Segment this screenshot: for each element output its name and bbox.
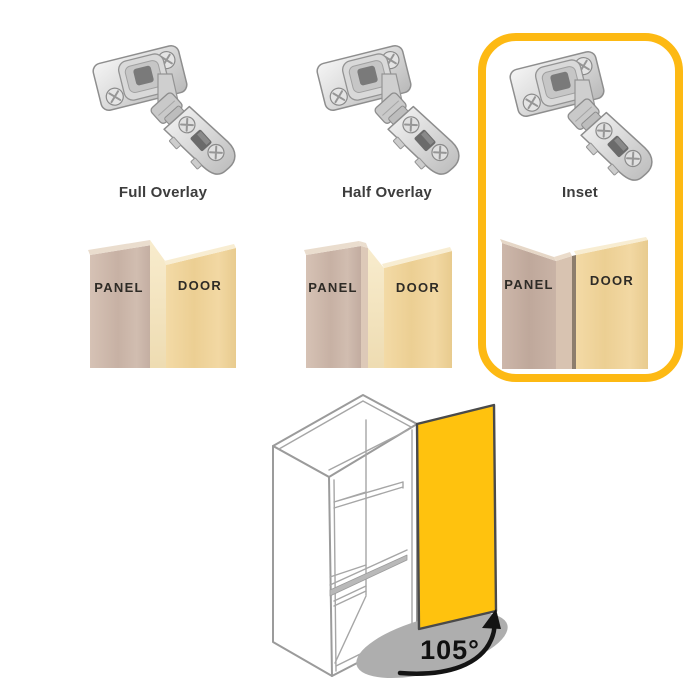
panel-top-bevel: [500, 239, 556, 261]
door-label: DOOR: [396, 280, 440, 295]
door-edge: [368, 248, 384, 368]
panel-face: [502, 243, 556, 369]
panel-top-bevel: [88, 240, 152, 255]
hinge-icon: [314, 43, 462, 184]
hinge-option-inset[interactable]: Inset PANEL DOOR: [495, 30, 665, 380]
swing-arc: [356, 612, 508, 678]
swing-arc-ellipse: [356, 612, 508, 678]
panel-label: PANEL: [308, 280, 358, 295]
cabinet-wireframe: [272, 394, 418, 677]
panel-edge-bevel: [554, 252, 572, 261]
door-label: DOOR: [178, 278, 222, 293]
door-face: [576, 240, 648, 369]
option-label: Full Overlay: [118, 184, 208, 201]
option-label: Inset: [561, 184, 598, 201]
hinge-option-half-overlay[interactable]: Half Overlay PANEL DOOR: [302, 30, 472, 380]
hinge-icon: [90, 43, 238, 184]
door-top-bevel: [574, 237, 648, 255]
panel-edge-bevel: [359, 241, 368, 248]
cabinet-diagram: 105°: [272, 394, 508, 678]
shelf-front-edge: [329, 554, 408, 597]
option-label: Half Overlay: [342, 184, 432, 201]
panel-door-diagram: PANEL DOOR: [304, 241, 452, 368]
cabinet-door: [415, 403, 498, 631]
panel-edge: [556, 256, 572, 369]
door-face: [166, 248, 236, 368]
door-label: DOOR: [590, 273, 634, 288]
door-top-bevel: [164, 244, 236, 265]
door-top-bevel: [382, 247, 452, 268]
panel-top-bevel: [304, 241, 361, 255]
selected-option-highlight: [478, 33, 683, 382]
swing-arrow: [397, 609, 501, 676]
panel-face: [306, 246, 361, 368]
cabinet-interior: [329, 424, 417, 676]
arrow-head-icon: [482, 609, 501, 629]
panel-face: [90, 245, 152, 368]
panel-label: PANEL: [504, 277, 554, 292]
door-edge: [150, 240, 168, 368]
gap-shadow: [572, 255, 576, 369]
panel-door-diagram: PANEL DOOR: [500, 237, 648, 369]
door-face: [384, 251, 452, 368]
angle-label: 105°: [420, 635, 480, 665]
cabinet-left-side: [272, 445, 333, 677]
hinge-icon: [507, 49, 655, 190]
panel-label: PANEL: [94, 280, 144, 295]
panel-edge: [361, 246, 368, 368]
hinge-option-full-overlay[interactable]: Full Overlay PANEL DOOR: [78, 30, 248, 380]
panel-door-diagram: PANEL DOOR: [88, 240, 236, 368]
